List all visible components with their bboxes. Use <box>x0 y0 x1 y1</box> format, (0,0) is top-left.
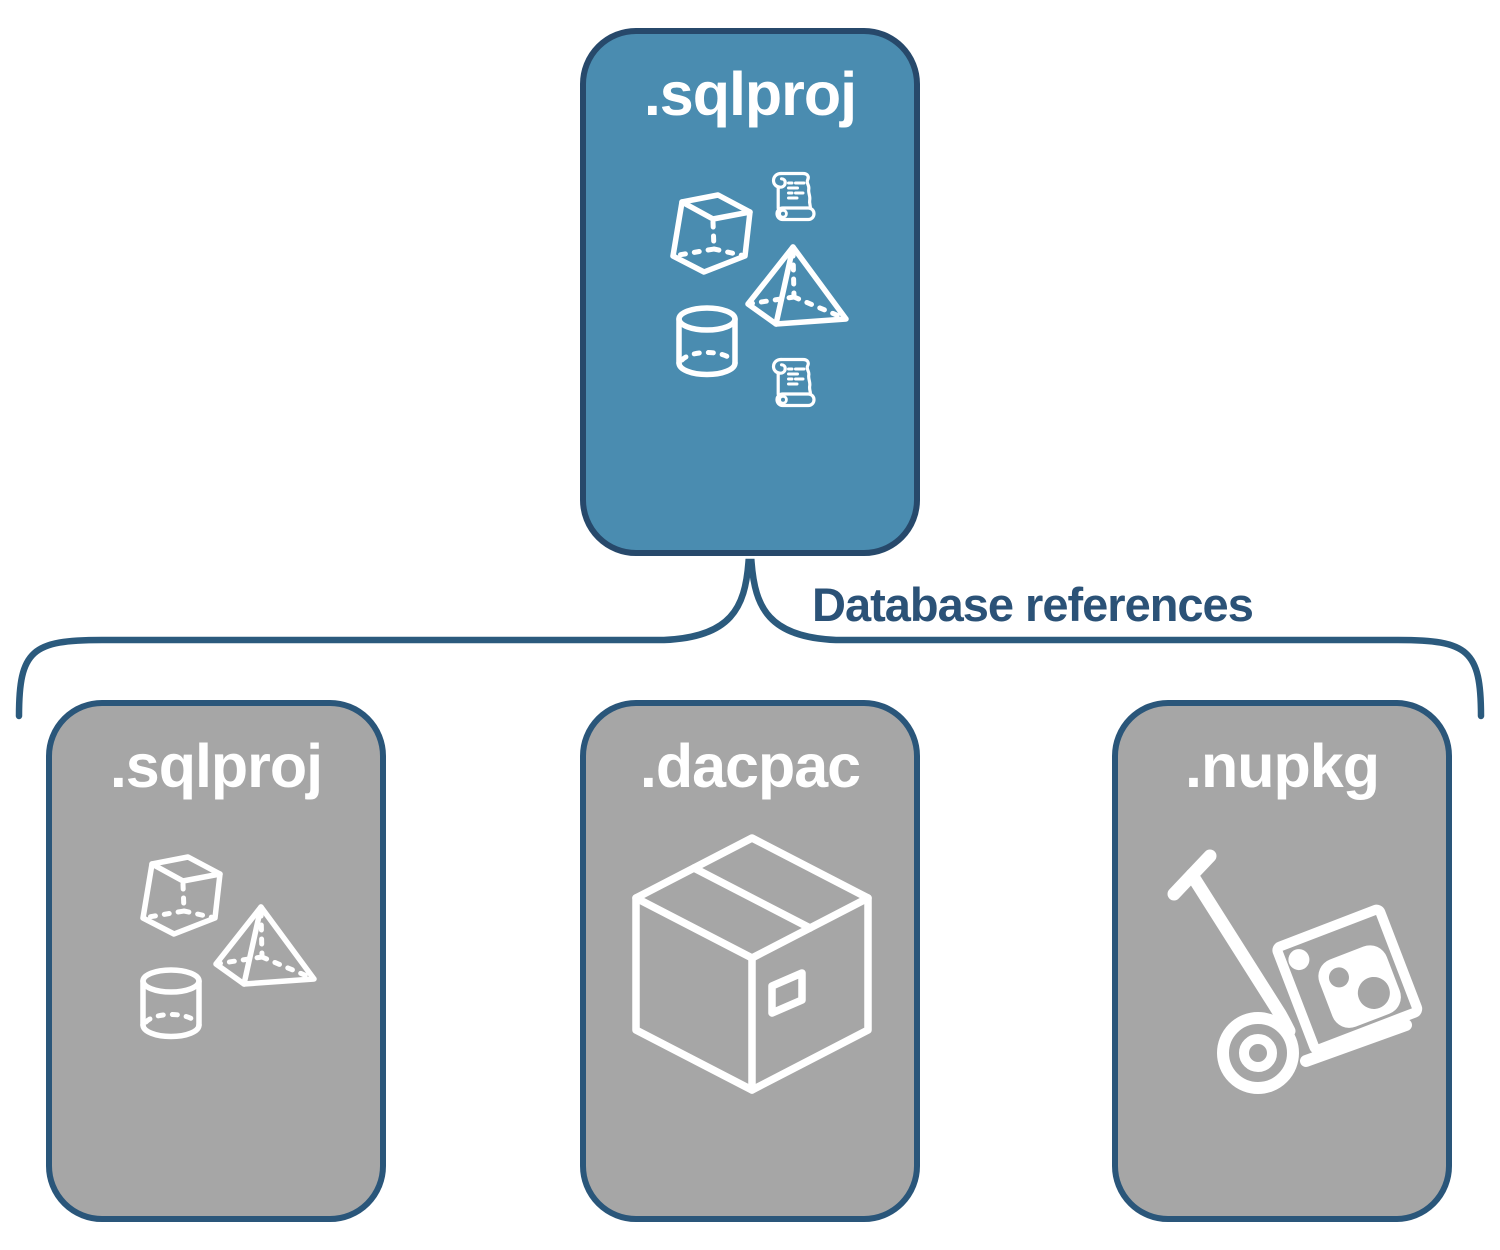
cylinder-icon <box>143 970 199 1037</box>
pyramid-icon <box>748 247 846 324</box>
node-sqlproj-child: .sqlproj <box>46 700 386 1222</box>
node-dacpac: .dacpac <box>580 700 920 1222</box>
package-box-icon <box>636 838 868 1090</box>
scroll-icon <box>771 171 816 222</box>
node-label: .sqlproj <box>643 60 857 128</box>
cylinder-icon <box>679 308 735 375</box>
scroll-icon <box>771 357 816 408</box>
connector-label: Database references <box>812 578 1254 631</box>
node-label: .sqlproj <box>109 732 323 800</box>
cube-icon <box>673 195 750 272</box>
node-label: .dacpac <box>639 732 861 800</box>
node-label: .nupkg <box>1185 732 1380 800</box>
hand-truck-package-icon <box>1174 856 1418 1088</box>
node-sqlproj-root: .sqlproj <box>580 28 920 556</box>
cube-icon <box>143 857 220 934</box>
node-nupkg: .nupkg <box>1112 700 1452 1222</box>
pyramid-icon <box>216 907 314 984</box>
